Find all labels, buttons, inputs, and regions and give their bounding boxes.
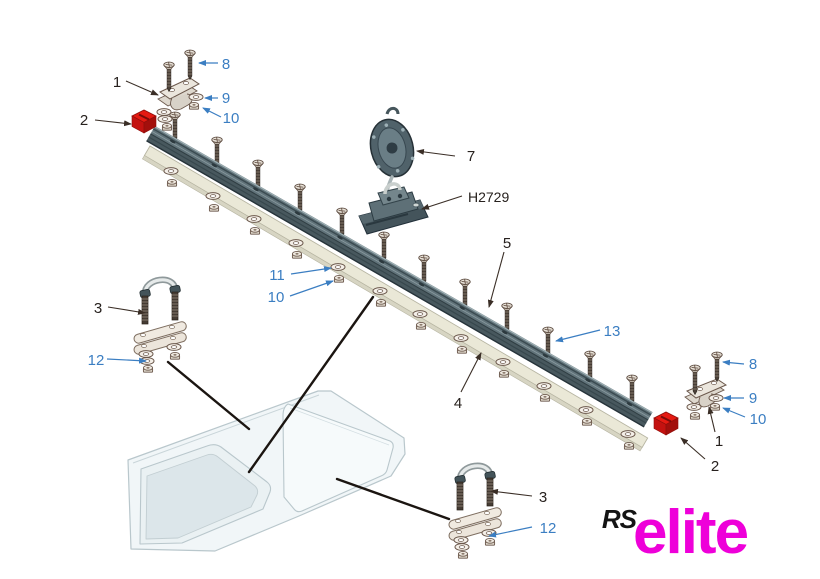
callout-7: 7 <box>467 148 475 165</box>
callout-9-left: 9 <box>222 90 230 107</box>
callout-h2729: H2729 <box>468 189 509 205</box>
deck-illustration <box>127 390 406 552</box>
end-fitting-right <box>684 351 728 420</box>
callout-9-right: 9 <box>749 390 757 407</box>
rs-elite-logo: RS elite <box>602 498 750 567</box>
location-pointer-line <box>166 360 251 431</box>
leader-4 <box>460 352 482 393</box>
callout-2-right: 2 <box>711 458 719 475</box>
callout-5: 5 <box>503 235 511 252</box>
leader-2-left <box>94 119 132 127</box>
leader-5 <box>487 251 505 308</box>
location-pointer-line <box>335 477 451 521</box>
location-pointer-lines <box>166 295 451 521</box>
callout-2-left: 2 <box>80 112 88 129</box>
callout-10-left: 10 <box>223 110 240 127</box>
u-bolt-assembly-left <box>133 280 187 372</box>
leader-11 <box>290 266 332 275</box>
car-strap <box>383 182 402 195</box>
leader-1-left <box>125 80 159 96</box>
callout-3-bottom: 3 <box>539 489 547 506</box>
traveller-track-rail <box>146 126 653 428</box>
leader-12-left <box>106 357 147 364</box>
u-bolt-assembly-bottom <box>448 466 502 558</box>
leader-1-right <box>707 406 716 433</box>
leader-13 <box>555 329 601 343</box>
callout-10-right: 10 <box>750 411 767 428</box>
end-cap-left <box>131 109 157 134</box>
callout-labels: 1 2 8 9 10 7 H2729 5 13 11 10 4 3 12 3 1… <box>80 56 767 537</box>
logo-rs-text: RS <box>602 504 638 534</box>
callout-1-right: 1 <box>715 433 723 450</box>
leader-2-right <box>680 437 706 460</box>
leader-3-bottom <box>490 488 533 497</box>
traveller-car <box>358 182 429 235</box>
callout-12-left: 12 <box>88 352 105 369</box>
leader-7 <box>416 148 456 157</box>
callout-8-right: 8 <box>749 356 757 373</box>
track-end-plate <box>159 77 200 100</box>
logo-elite-text: elite <box>633 498 748 567</box>
callout-11: 11 <box>269 267 285 284</box>
leader-10-left <box>202 107 222 118</box>
callout-8-left: 8 <box>222 56 230 73</box>
location-pointer-line <box>247 295 375 474</box>
callout-10-mid: 10 <box>268 289 285 306</box>
callout-1-left: 1 <box>113 74 121 91</box>
deck-aft-panel <box>282 403 394 513</box>
mainsheet-block <box>369 106 415 201</box>
end-fitting-left <box>156 49 204 131</box>
track-base-strip <box>141 145 649 452</box>
cockpit-recess <box>145 453 259 540</box>
callout-4: 4 <box>454 395 462 412</box>
callout-12-bottom: 12 <box>540 520 557 537</box>
leader-3-left <box>107 306 146 315</box>
leader-8-right <box>722 359 745 366</box>
leader-h2729 <box>421 195 463 210</box>
callout-3-left: 3 <box>94 300 102 317</box>
leader-10-mid <box>289 280 334 297</box>
callout-13: 13 <box>604 323 621 340</box>
leader-10-right <box>722 407 746 418</box>
leader-12-bottom <box>488 526 533 538</box>
end-cap-right <box>653 411 679 436</box>
leader-lines <box>94 60 746 538</box>
